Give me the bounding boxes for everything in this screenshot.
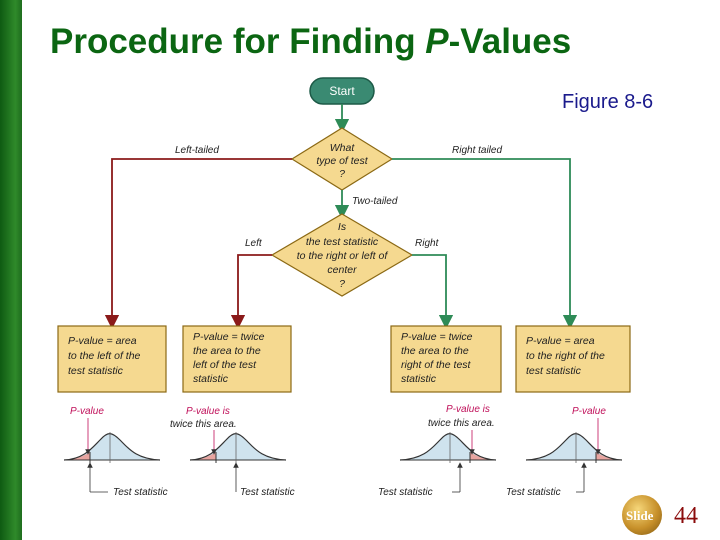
slide-title: Procedure for Finding P-Values	[50, 22, 572, 61]
svg-text:P-value: P-value	[70, 406, 104, 417]
svg-text:P-value = twice: P-value = twice	[193, 331, 265, 343]
svg-text:P-value: P-value	[572, 406, 606, 417]
svg-text:test statistic: test statistic	[526, 365, 582, 377]
svg-text:the area to the: the area to the	[401, 345, 469, 357]
start-node: Start	[309, 77, 375, 105]
svg-text:?: ?	[339, 278, 345, 290]
slide-number: 44	[674, 503, 698, 529]
svg-text:P-value = twice: P-value = twice	[401, 331, 473, 343]
decision-left-or-right: Is the test statistic to the right or le…	[270, 213, 414, 297]
curve-right-tailed: P-value Test statistic	[506, 406, 623, 498]
svg-text:type of test: type of test	[316, 155, 368, 167]
svg-text:P-value = area: P-value = area	[68, 335, 137, 347]
svg-text:twice this area.: twice this area.	[428, 418, 495, 429]
box-two-tailed-right-result: P-value = twice the area to the right of…	[390, 325, 502, 393]
svg-text:?: ?	[339, 168, 345, 180]
svg-text:the test statistic: the test statistic	[306, 236, 379, 248]
svg-text:Test statistic: Test statistic	[506, 487, 561, 498]
svg-text:to the left of the: to the left of the	[68, 350, 141, 362]
svg-text:center: center	[327, 264, 357, 276]
slide-badge-icon	[622, 495, 662, 535]
svg-text:left of the test: left of the test	[193, 359, 257, 371]
label-left-tailed: Left-tailed	[175, 145, 219, 156]
svg-text:the area to the: the area to the	[193, 345, 261, 357]
svg-text:Test statistic: Test statistic	[378, 487, 433, 498]
box-right-tailed-result: P-value = area to the right of the test …	[515, 325, 631, 393]
svg-text:twice this area.: twice this area.	[170, 419, 237, 430]
svg-text:test statistic: test statistic	[68, 365, 124, 377]
label-left: Left	[245, 238, 263, 249]
curve-two-tailed-left: P-value is twice this area. Test statist…	[170, 406, 295, 498]
svg-text:P-value is: P-value is	[186, 406, 230, 417]
figure-label: Figure 8-6	[562, 91, 654, 113]
box-left-tailed-result: P-value = area to the left of the test s…	[57, 325, 167, 393]
green-sidebar	[0, 0, 22, 540]
svg-text:statistic: statistic	[193, 373, 229, 385]
svg-text:to the right or left of: to the right or left of	[297, 250, 389, 262]
slide-word: Slide	[626, 508, 654, 523]
label-right: Right	[415, 238, 440, 249]
label-two-tailed: Two-tailed	[352, 196, 398, 207]
svg-text:What: What	[330, 142, 356, 154]
start-label: Start	[329, 84, 355, 98]
svg-text:right of the test: right of the test	[401, 359, 472, 371]
label-right-tailed: Right tailed	[452, 145, 502, 156]
svg-text:P-value = area: P-value = area	[526, 335, 595, 347]
svg-text:P-value is: P-value is	[446, 404, 490, 415]
svg-text:to the right of the: to the right of the	[526, 350, 605, 362]
svg-text:statistic: statistic	[401, 373, 437, 385]
box-two-tailed-left-result: P-value = twice the area to the left of …	[182, 325, 292, 393]
svg-text:Test statistic: Test statistic	[113, 487, 168, 498]
curve-left-tailed: P-value Test statistic	[63, 406, 168, 498]
curve-two-tailed-right: P-value is twice this area. Test statist…	[378, 404, 497, 498]
svg-text:Is: Is	[338, 221, 347, 233]
svg-text:Test statistic: Test statistic	[240, 487, 295, 498]
decision-test-type: What type of test ?	[290, 127, 394, 191]
